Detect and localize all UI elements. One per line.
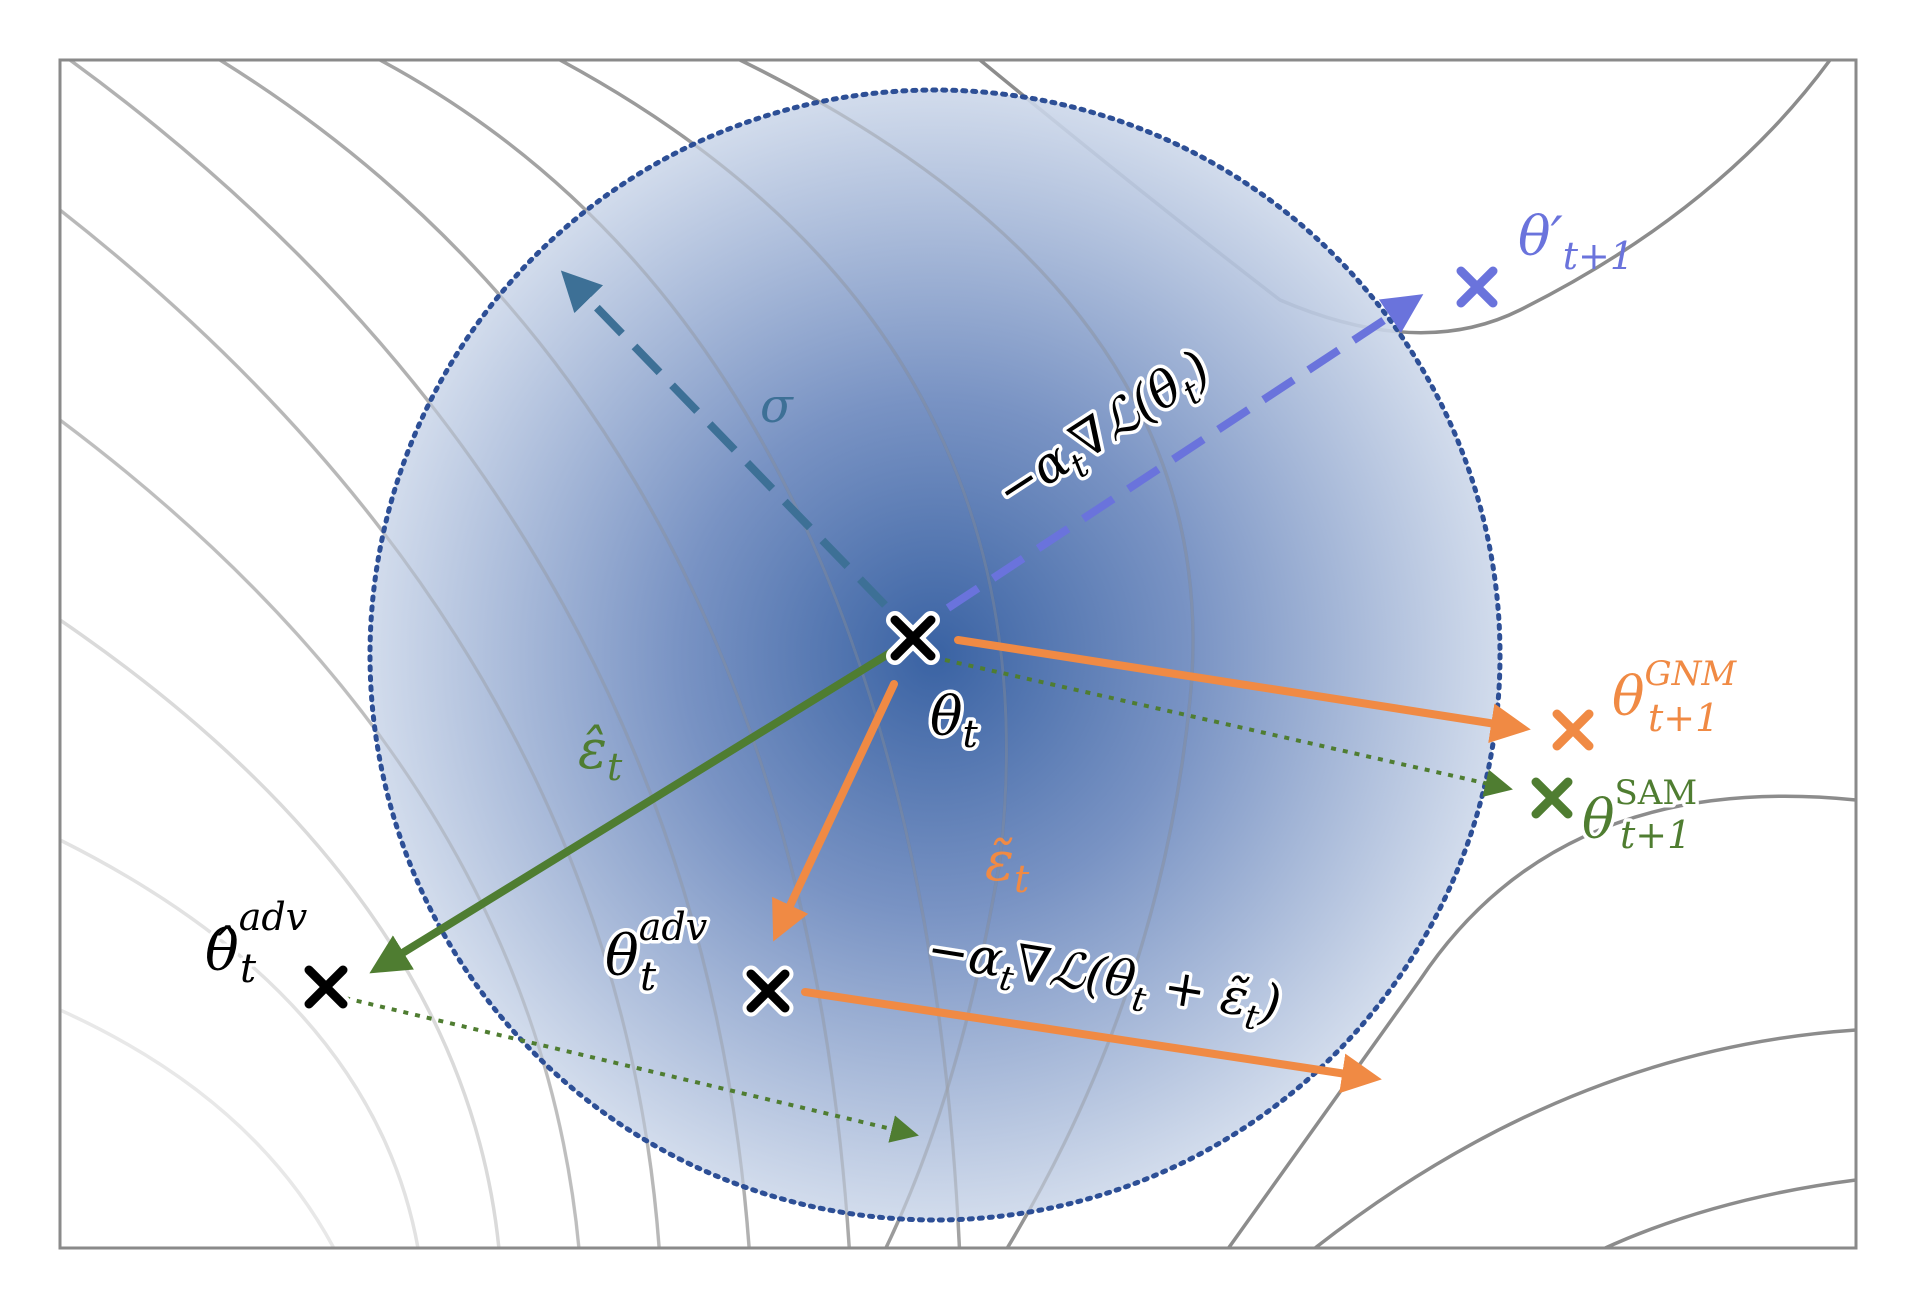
theta-adv-sup: adv — [639, 905, 708, 949]
theta-adv-sub: t — [640, 954, 657, 1000]
contour-overlay-line — [379, 60, 961, 1248]
theta-t-label: θt — [930, 685, 979, 756]
theta-gnm-symbol: θ — [1612, 665, 1645, 728]
contour-line — [1601, 1178, 1856, 1248]
theta-sam-symbol: θ — [1582, 788, 1615, 851]
eps-hat-label: ε̂t — [578, 718, 623, 789]
theta-adv-label: θadv t — [605, 905, 708, 1000]
theta-sam-sup: SAM — [1615, 773, 1698, 813]
theta-adv-marker — [742, 965, 794, 1017]
theta-sgd-symbol: θ′ — [1518, 205, 1563, 268]
x-cross-icon — [890, 615, 936, 661]
adv-gradient-arrow — [801, 988, 1382, 1094]
theta-sgd-marker — [1456, 266, 1498, 308]
eps-tilde-sub: t — [1014, 857, 1030, 901]
contour-line — [1312, 1028, 1856, 1248]
theta-sgd-label: θ′t+1 — [1518, 205, 1634, 278]
theta-sam-sub: t+1 — [1620, 813, 1691, 857]
ball-border — [367, 87, 1503, 1223]
theta-hat-adv-symbol: θ̂ — [205, 919, 239, 984]
x-cross-icon — [304, 965, 348, 1009]
x-cross-icon — [1552, 709, 1594, 751]
theta-hat-adv-sup: adv — [239, 895, 308, 939]
x-cross-icon — [1456, 266, 1498, 308]
eps-tilde-label: ε̃t — [985, 830, 1030, 901]
theta-t-symbol: θ — [930, 685, 963, 748]
contour-overlay — [60, 60, 1195, 1248]
theta-adv-symbol: θ — [605, 924, 639, 989]
contour-overlay-line — [60, 418, 581, 1248]
theta-t-marker — [886, 611, 940, 665]
x-cross-icon — [1531, 777, 1573, 819]
theta-sgd-sub: t+1 — [1563, 234, 1634, 278]
contour-line — [60, 618, 501, 1248]
theta-t-sub: t — [963, 712, 979, 756]
eps-hat-sub: t — [607, 745, 623, 789]
theta-hat-adv-marker — [300, 961, 352, 1013]
theta-hat-adv-sub: t — [240, 946, 257, 992]
sigma-arrow — [560, 270, 888, 608]
sgd-step-arrow — [945, 294, 1424, 612]
contour-overlay-line — [739, 60, 1195, 1248]
contour-overlay-line — [559, 60, 1008, 1248]
sam-adv-gradient-arrow — [344, 996, 919, 1143]
adv-step-alpha: −α — [923, 920, 1007, 989]
contour-line — [60, 838, 420, 1248]
eps-hat-arrow — [369, 644, 902, 974]
gnm-update-arrow — [954, 636, 1531, 744]
theta-gnm-marker — [1552, 709, 1594, 751]
plot-frame — [58, 58, 1858, 1250]
contour-overlay-line — [60, 208, 661, 1248]
eps-tilde-arrow — [772, 680, 898, 942]
contour-line — [1226, 794, 1856, 1248]
x-cross-icon — [746, 969, 790, 1013]
theta-sam-marker — [1531, 777, 1573, 819]
theta-gnm-sub: t+1 — [1648, 696, 1719, 740]
eps-hat-symbol: ε̂ — [578, 718, 607, 781]
eps-tilde-symbol: ε̃ — [985, 830, 1014, 893]
theta-hat-adv-label: θ̂adv t — [205, 895, 308, 992]
contour-overlay-line — [69, 60, 751, 1248]
sigma-label: σ — [760, 378, 794, 434]
contour-overlay-line — [219, 60, 851, 1248]
contour-line — [60, 1008, 336, 1248]
theta-gnm-sup: GNM — [1645, 654, 1738, 694]
